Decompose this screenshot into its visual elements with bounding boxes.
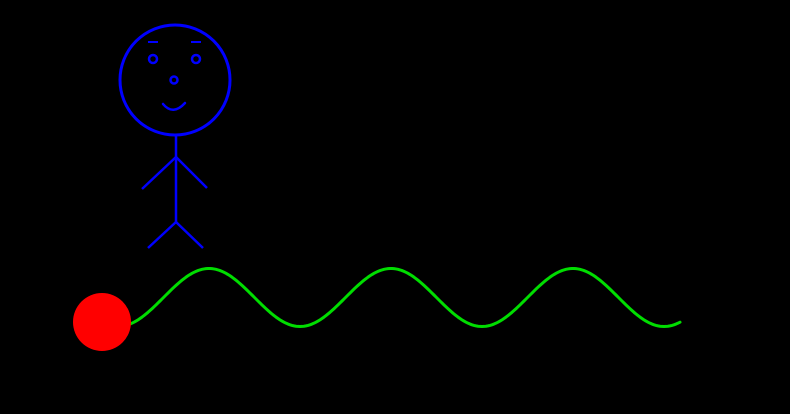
figure-left-leg [147, 221, 177, 249]
sine-wave [128, 267, 682, 328]
stick-figure [118, 23, 232, 249]
figure-nose [169, 75, 179, 85]
figure-mouth [161, 101, 187, 111]
figure-left-arm [141, 156, 177, 190]
figure-left-eye [147, 53, 159, 65]
figure-head [118, 23, 232, 137]
red-ball [73, 293, 131, 351]
figure-right-eye [190, 53, 202, 65]
figure-right-leg [175, 221, 204, 249]
figure-right-arm [175, 156, 208, 189]
